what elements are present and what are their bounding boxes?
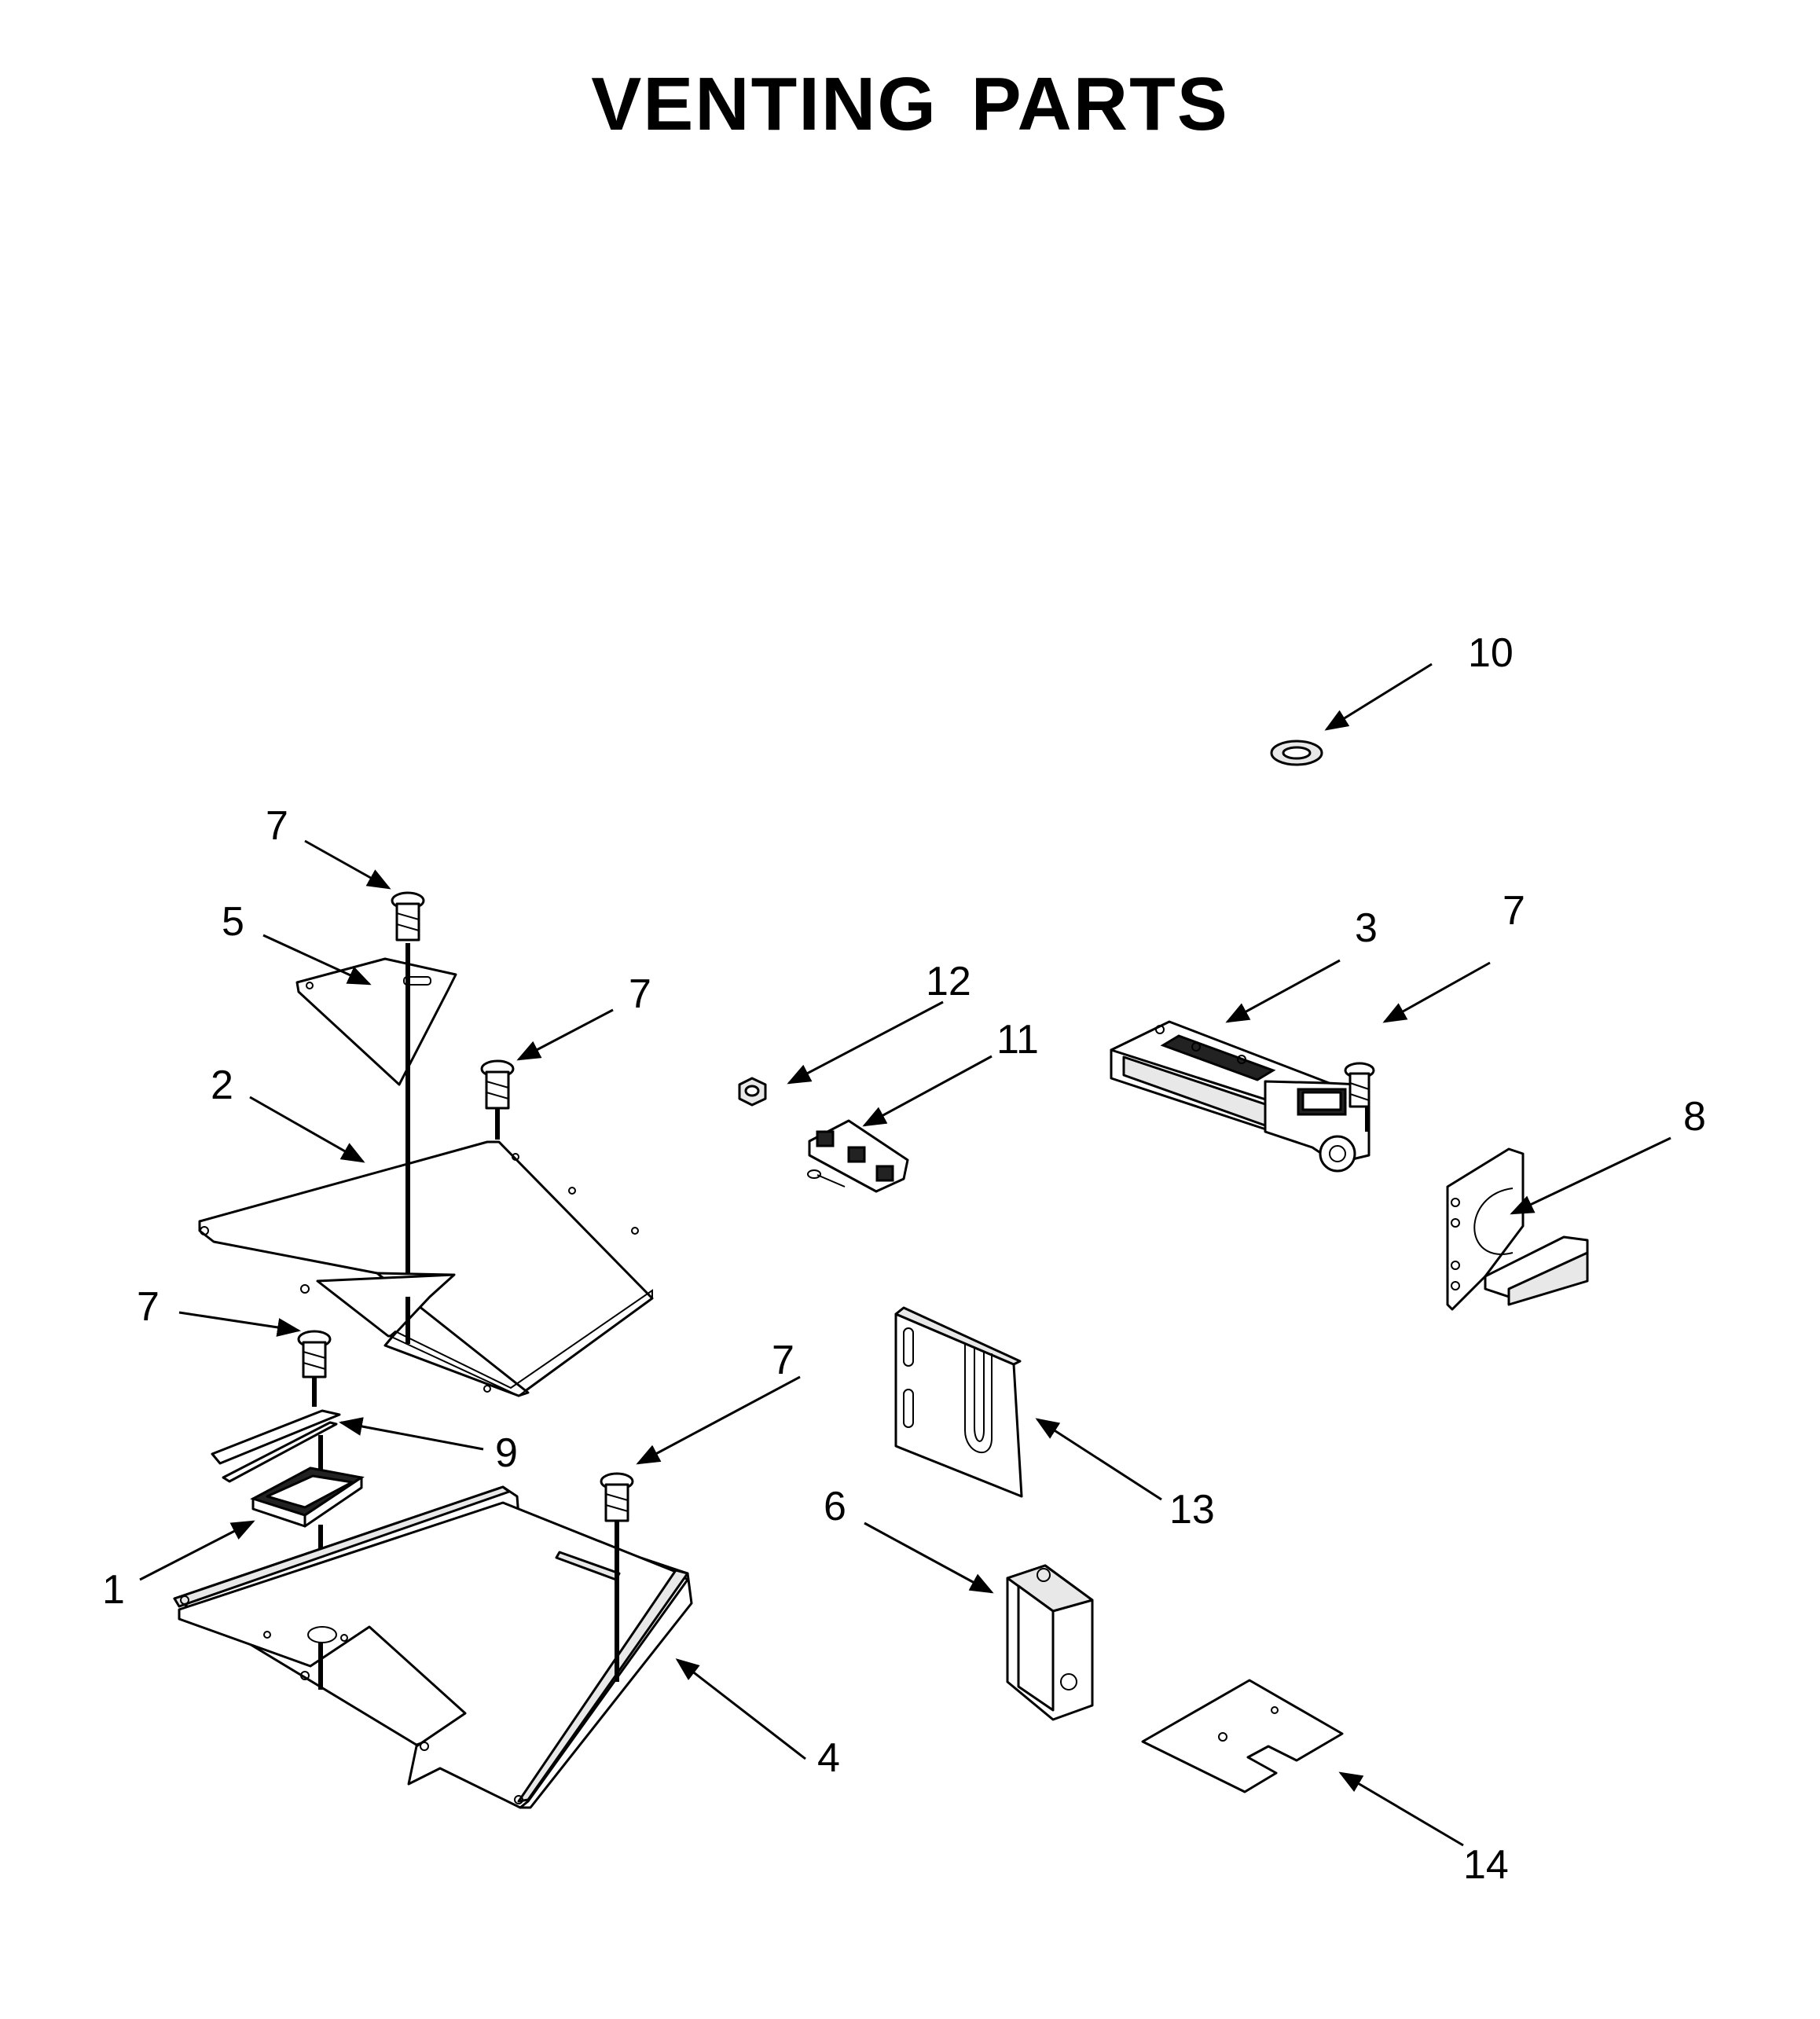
part-10-washer[interactable] (1270, 740, 1323, 766)
callout-7-mid: 7 (629, 971, 651, 1017)
part-7-screw-right[interactable] (600, 1472, 634, 1682)
callout-14: 14 (1463, 1842, 1509, 1888)
callout-12: 12 (926, 959, 971, 1004)
part-7-screw-lower[interactable] (297, 1330, 332, 1407)
part-5-bracket-plate[interactable] (295, 957, 457, 1086)
callout-4: 4 (817, 1735, 840, 1781)
part-12-nut[interactable] (738, 1077, 767, 1107)
callout-7-motor: 7 (1503, 888, 1525, 934)
callout-5: 5 (222, 899, 244, 945)
callout-7-lower: 7 (137, 1284, 160, 1330)
callout-7-right: 7 (772, 1338, 794, 1383)
page-title: VENTING PARTS (591, 62, 1229, 146)
part-14-insulation-pad[interactable] (1141, 1679, 1344, 1793)
callout-13: 13 (1169, 1487, 1215, 1533)
part-2-vent-panel[interactable] (198, 1140, 654, 1397)
part-7-screw-top[interactable] (391, 891, 425, 942)
part-13-cover-plate[interactable] (894, 1306, 1023, 1498)
callout-9: 9 (495, 1430, 518, 1476)
callout-8: 8 (1683, 1094, 1706, 1140)
part-7-screw-mid[interactable] (480, 1059, 515, 1140)
callout-1: 1 (102, 1567, 125, 1613)
leader-lines (139, 663, 1671, 1847)
callout-11: 11 (996, 1017, 1039, 1063)
part-8-mounting-bracket[interactable] (1446, 1147, 1589, 1311)
callout-3: 3 (1355, 905, 1378, 951)
part-11-terminal-block[interactable] (807, 1119, 909, 1193)
callout-10: 10 (1468, 630, 1514, 676)
part-9-gasket-strip[interactable] (211, 1409, 341, 1483)
part-3-vent-motor-assembly[interactable] (1110, 1020, 1371, 1173)
part-1-vent-duct[interactable] (250, 1467, 365, 1528)
callout-6: 6 (824, 1484, 846, 1529)
part-6-junction-box[interactable] (1006, 1564, 1094, 1721)
callout-7-top: 7 (266, 803, 288, 849)
callout-2: 2 (211, 1063, 233, 1108)
part-4-base-panel[interactable] (173, 1485, 693, 1809)
part-7-screw-motor[interactable] (1344, 1062, 1375, 1132)
